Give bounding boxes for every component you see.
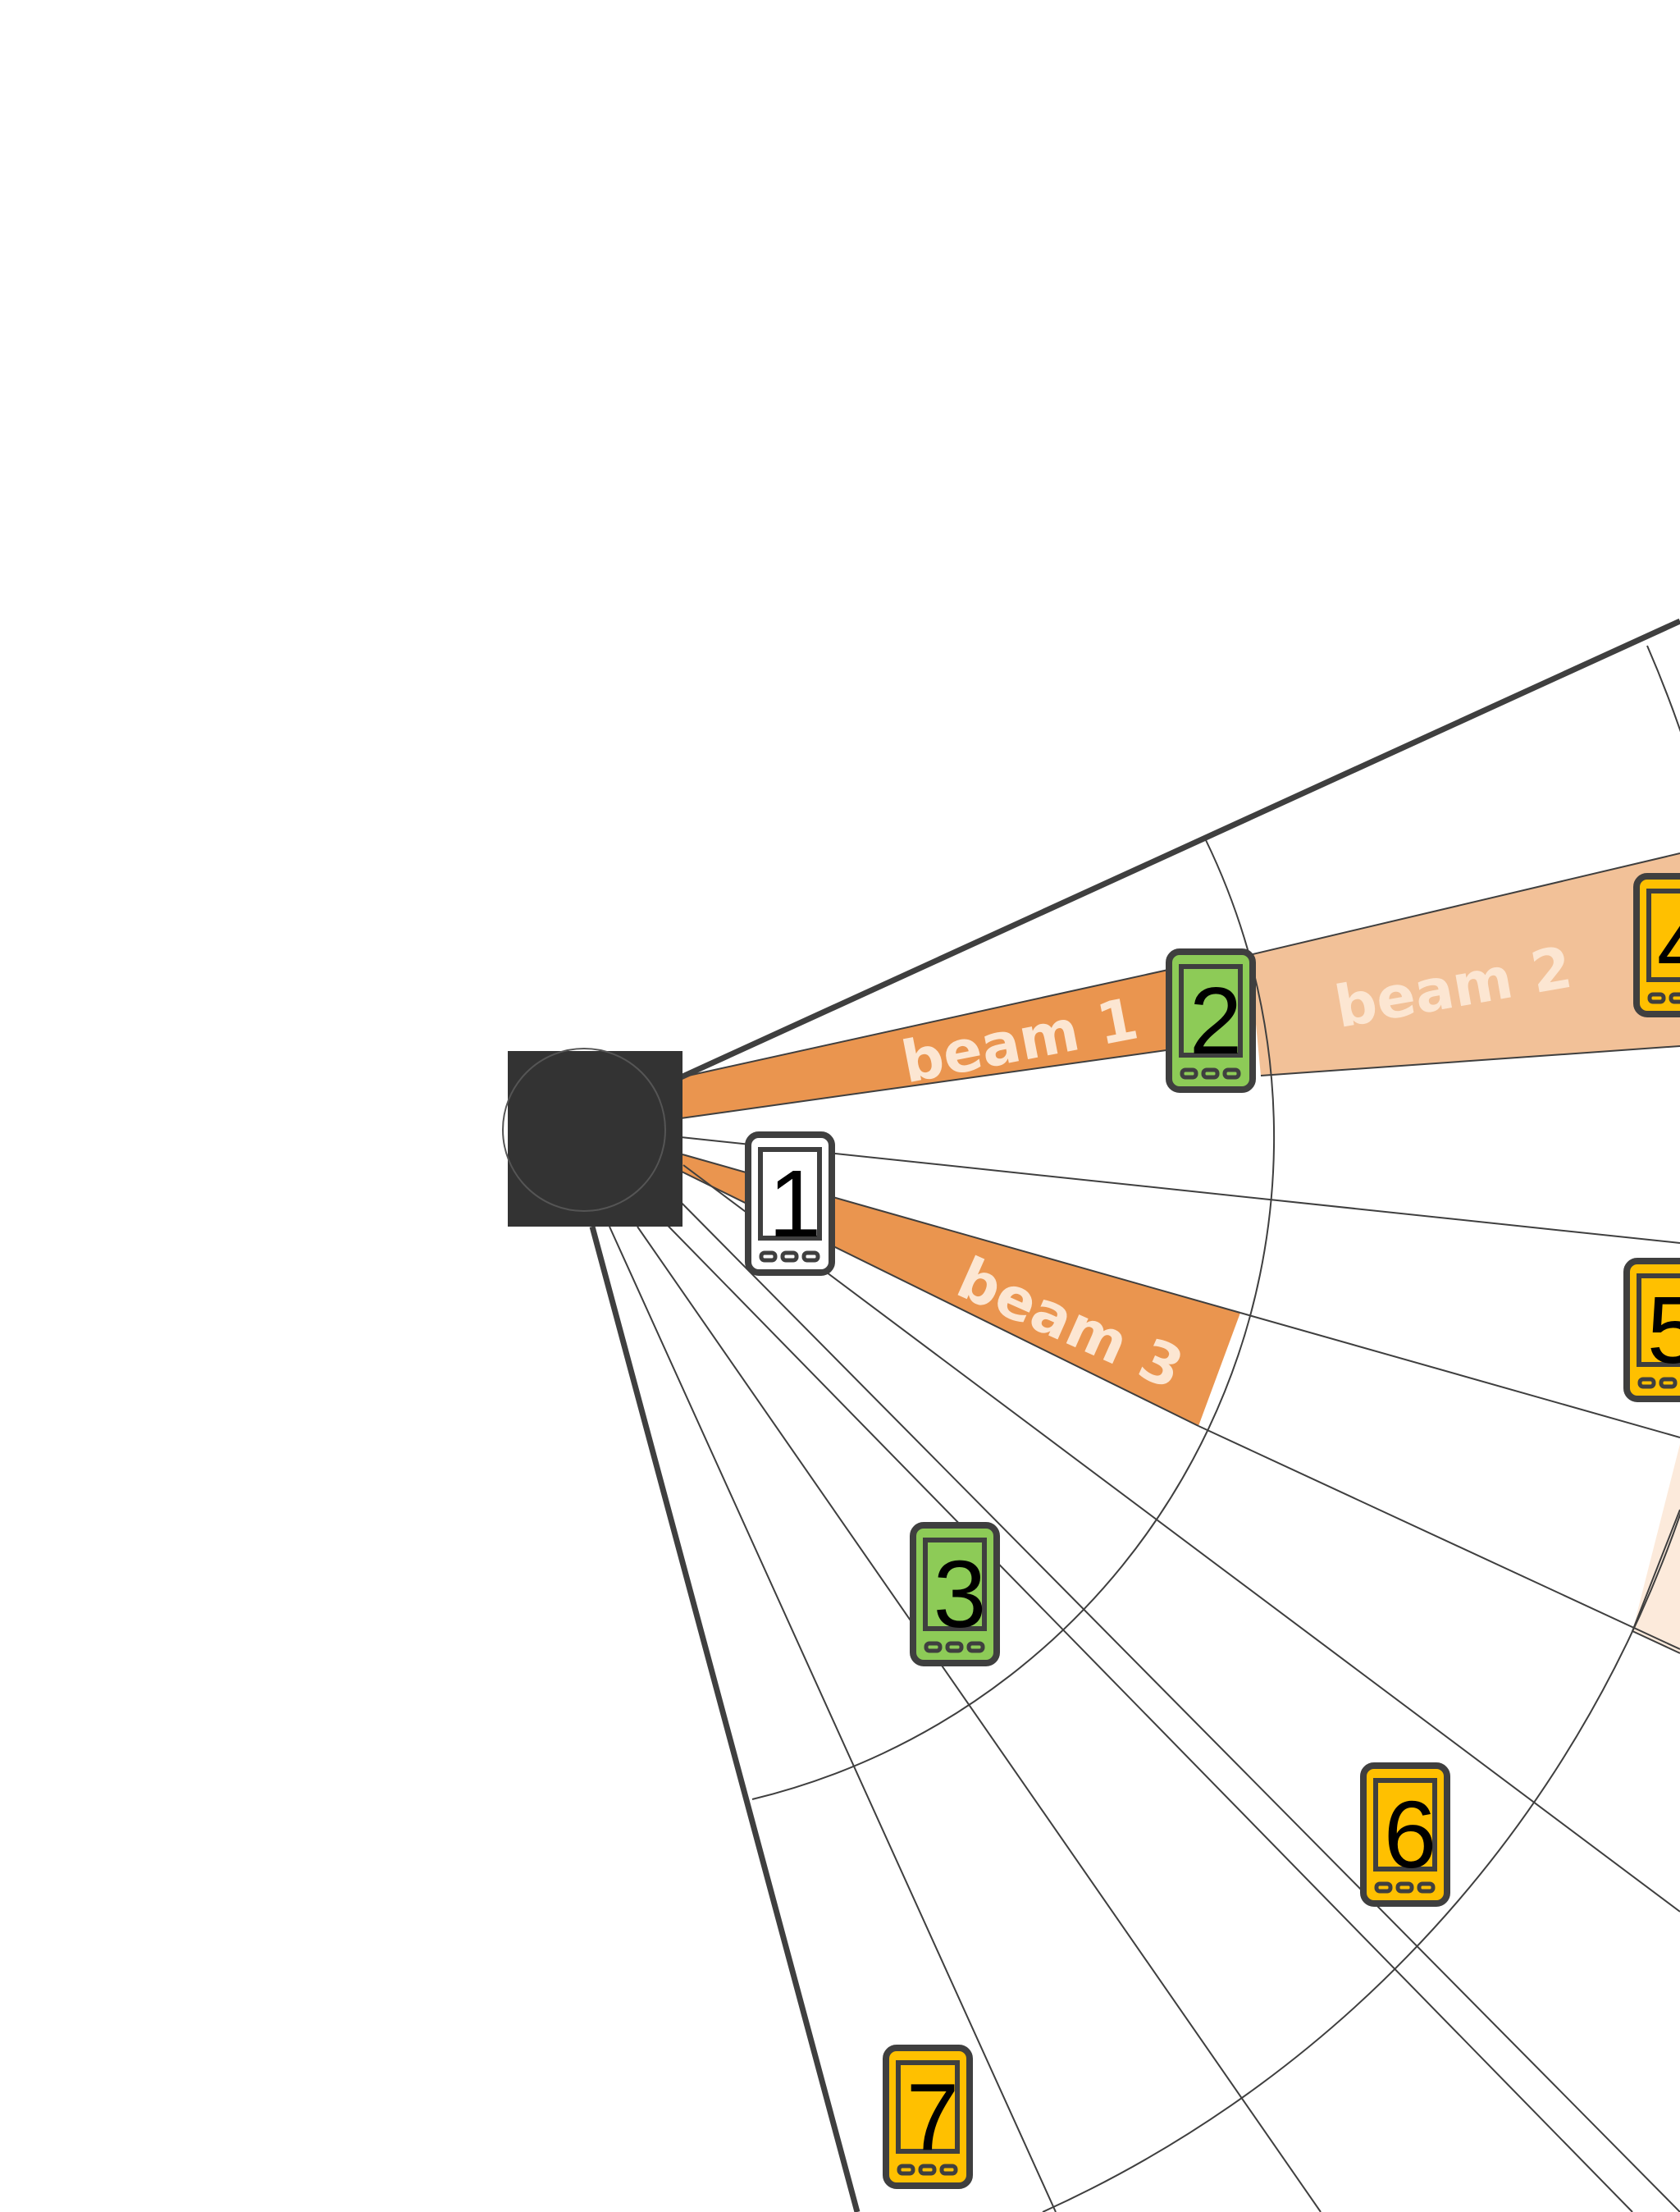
mobile-phone-icon: [1360, 1762, 1450, 1907]
sector-edges: [589, 618, 1680, 2212]
device-4: 4: [1633, 873, 1680, 1017]
radial-line-2: [1239, 1312, 1680, 1438]
outer-arc: [1042, 645, 1680, 2212]
radial-line-4: [682, 1164, 1680, 1913]
device-7: 7: [883, 2045, 973, 2189]
radial-line-8: [609, 1226, 1057, 2212]
device-6-number: 6: [1384, 1781, 1437, 1888]
mobile-phone-icon: [1166, 948, 1256, 1093]
mobile-phone-icon: [1623, 1258, 1680, 1402]
device-2-number: 2: [1189, 967, 1243, 1074]
mobile-phone-icon: [883, 2045, 973, 2189]
sector-grid: [609, 645, 1680, 2212]
device-7-number: 7: [906, 2063, 960, 2170]
device-4-number: 4: [1657, 892, 1680, 999]
sector-edge-lower: [589, 1226, 861, 2212]
radial-line-5: [664, 1185, 1680, 2212]
device-5: 5: [1623, 1258, 1680, 1402]
mobile-phone-icon: [1633, 873, 1680, 1017]
radial-line-7: [637, 1226, 1322, 2212]
beam-2-wedge: [1249, 853, 1680, 1076]
device-3-number: 3: [934, 1541, 987, 1648]
device-5-number: 5: [1647, 1277, 1680, 1383]
inner-arc: [751, 839, 1276, 1800]
device-3: 3: [910, 1522, 1000, 1666]
mobile-phone-icon: [745, 1131, 835, 1276]
beam-2-outline: [1249, 852, 1680, 1076]
beam-far-wedge: [1632, 1444, 1680, 1653]
device-2: 2: [1166, 948, 1256, 1093]
device-1-number: 1: [769, 1150, 822, 1257]
beam-1-outline: [680, 967, 1179, 1119]
radial-line-1: [680, 1136, 1680, 1244]
beam-far-outline: [1631, 1509, 1680, 1654]
radial-line-6: [642, 1200, 1633, 2212]
mobile-phone-icon: [910, 1522, 1000, 1666]
sector-edge-upper: [679, 618, 1680, 1081]
beam-1-wedge: [681, 968, 1178, 1118]
device-6: 6: [1360, 1762, 1450, 1907]
device-1: 1: [745, 1131, 835, 1276]
radial-line-3: [1198, 1425, 1680, 1650]
base-station-icon: [502, 1048, 682, 1227]
